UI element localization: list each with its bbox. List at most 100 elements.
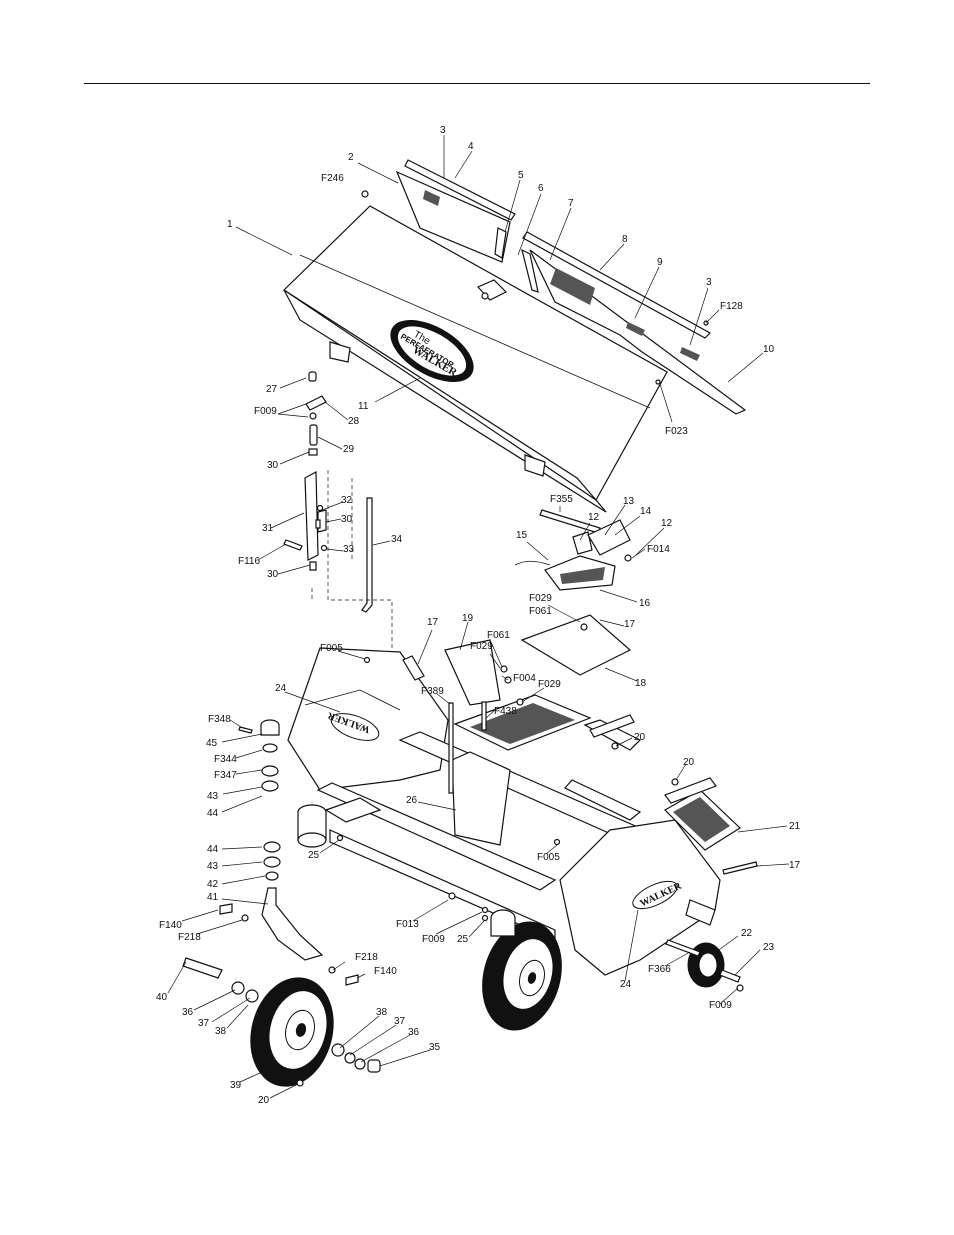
label-12b: 12 <box>661 518 673 529</box>
label-24b: 24 <box>620 979 632 990</box>
label-f344: F344 <box>214 754 237 765</box>
label-19: 19 <box>462 613 474 624</box>
label-f014: F014 <box>647 544 670 555</box>
label-37a: 37 <box>198 1018 210 1029</box>
label-11: 11 <box>358 401 369 412</box>
label-6: 6 <box>538 183 544 194</box>
label-41: 41 <box>207 892 219 903</box>
label-25a: 25 <box>308 850 320 861</box>
label-20a: 20 <box>634 732 646 743</box>
linkage-parts <box>283 371 393 780</box>
label-40: 40 <box>156 992 168 1003</box>
label-25b: 25 <box>457 934 469 945</box>
top-panels <box>361 159 747 415</box>
label-18: 18 <box>635 678 647 689</box>
upper-brackets <box>402 614 758 875</box>
label-35: 35 <box>429 1042 441 1053</box>
label-f218b: F218 <box>355 952 378 963</box>
label-f366: F366 <box>648 964 671 975</box>
label-20b: 20 <box>683 757 695 768</box>
label-1: 1 <box>227 219 233 230</box>
part-labels: 3 4 2 F246 5 6 7 1 8 9 3 F128 10 27 F009… <box>156 125 801 1106</box>
label-34: 34 <box>391 534 403 545</box>
label-f009b: F009 <box>422 934 445 945</box>
label-2: 2 <box>348 152 354 163</box>
label-17b: 17 <box>427 617 439 628</box>
leader-lines <box>167 135 790 1099</box>
hardware-bits <box>238 379 679 922</box>
label-8: 8 <box>622 234 628 245</box>
label-29: 29 <box>343 444 355 455</box>
label-f438: F438 <box>494 706 517 717</box>
label-f005a: F005 <box>320 643 343 654</box>
label-f004: F004 <box>513 673 536 684</box>
main-frame: WALKER WALKER <box>287 647 741 976</box>
label-f348: F348 <box>208 714 231 725</box>
label-f116: F116 <box>238 556 260 567</box>
label-12a: 12 <box>588 512 600 523</box>
label-3a: 3 <box>440 125 446 136</box>
label-f389: F389 <box>421 686 444 697</box>
label-16: 16 <box>639 598 651 609</box>
label-10: 10 <box>763 344 775 355</box>
label-9: 9 <box>657 257 663 268</box>
label-42: 42 <box>207 879 219 890</box>
label-43a: 43 <box>207 791 219 802</box>
label-3b: 3 <box>706 277 712 288</box>
label-f140b: F140 <box>374 966 397 977</box>
label-30a: 30 <box>267 460 279 471</box>
label-39: 39 <box>230 1080 242 1091</box>
label-43b: 43 <box>207 861 219 872</box>
label-5: 5 <box>518 170 524 181</box>
label-15: 15 <box>516 530 528 541</box>
label-f005b: F005 <box>537 852 560 863</box>
label-f347: F347 <box>214 770 237 781</box>
castor-parts <box>182 719 324 979</box>
label-f009c: F009 <box>709 1000 732 1011</box>
label-22: 22 <box>741 928 753 939</box>
label-38b: 38 <box>215 1026 227 1037</box>
label-27: 27 <box>266 384 278 395</box>
label-f013: F013 <box>396 919 419 930</box>
label-31: 31 <box>262 523 274 534</box>
label-f029a: F029 <box>529 593 552 604</box>
label-7: 7 <box>568 198 574 209</box>
label-f029c: F029 <box>538 679 561 690</box>
label-17c: 17 <box>789 860 801 871</box>
label-28: 28 <box>348 416 360 427</box>
label-45: 45 <box>206 738 218 749</box>
label-20c: 20 <box>258 1095 270 1106</box>
label-36b: 36 <box>408 1027 420 1038</box>
label-14: 14 <box>640 506 652 517</box>
label-4: 4 <box>468 141 474 152</box>
label-f061b: F061 <box>487 630 510 641</box>
label-30b: 30 <box>341 514 353 525</box>
label-f218a: F218 <box>178 932 201 943</box>
label-f246: F246 <box>321 173 344 184</box>
front-right-wheel <box>482 909 562 1031</box>
label-33: 33 <box>343 544 355 555</box>
label-f140a: F140 <box>159 920 182 931</box>
label-24a: 24 <box>275 683 287 694</box>
label-44b: 44 <box>207 844 219 855</box>
label-f128: F128 <box>720 301 743 312</box>
label-17a: 17 <box>624 619 636 630</box>
label-f029b: F029 <box>470 641 493 652</box>
center-bracket <box>514 509 632 591</box>
label-38a: 38 <box>376 1007 388 1018</box>
label-23: 23 <box>763 942 775 953</box>
label-f009a: F009 <box>254 406 277 417</box>
label-21: 21 <box>789 821 801 832</box>
label-37b: 37 <box>394 1016 406 1027</box>
label-f023: F023 <box>665 426 688 437</box>
label-36a: 36 <box>182 1007 194 1018</box>
label-f061a: F061 <box>529 606 552 617</box>
label-26: 26 <box>406 795 418 806</box>
label-32: 32 <box>341 495 353 506</box>
label-f355: F355 <box>550 494 573 505</box>
rear-roller <box>665 899 744 992</box>
label-13: 13 <box>623 496 635 507</box>
header-rule <box>84 83 870 84</box>
